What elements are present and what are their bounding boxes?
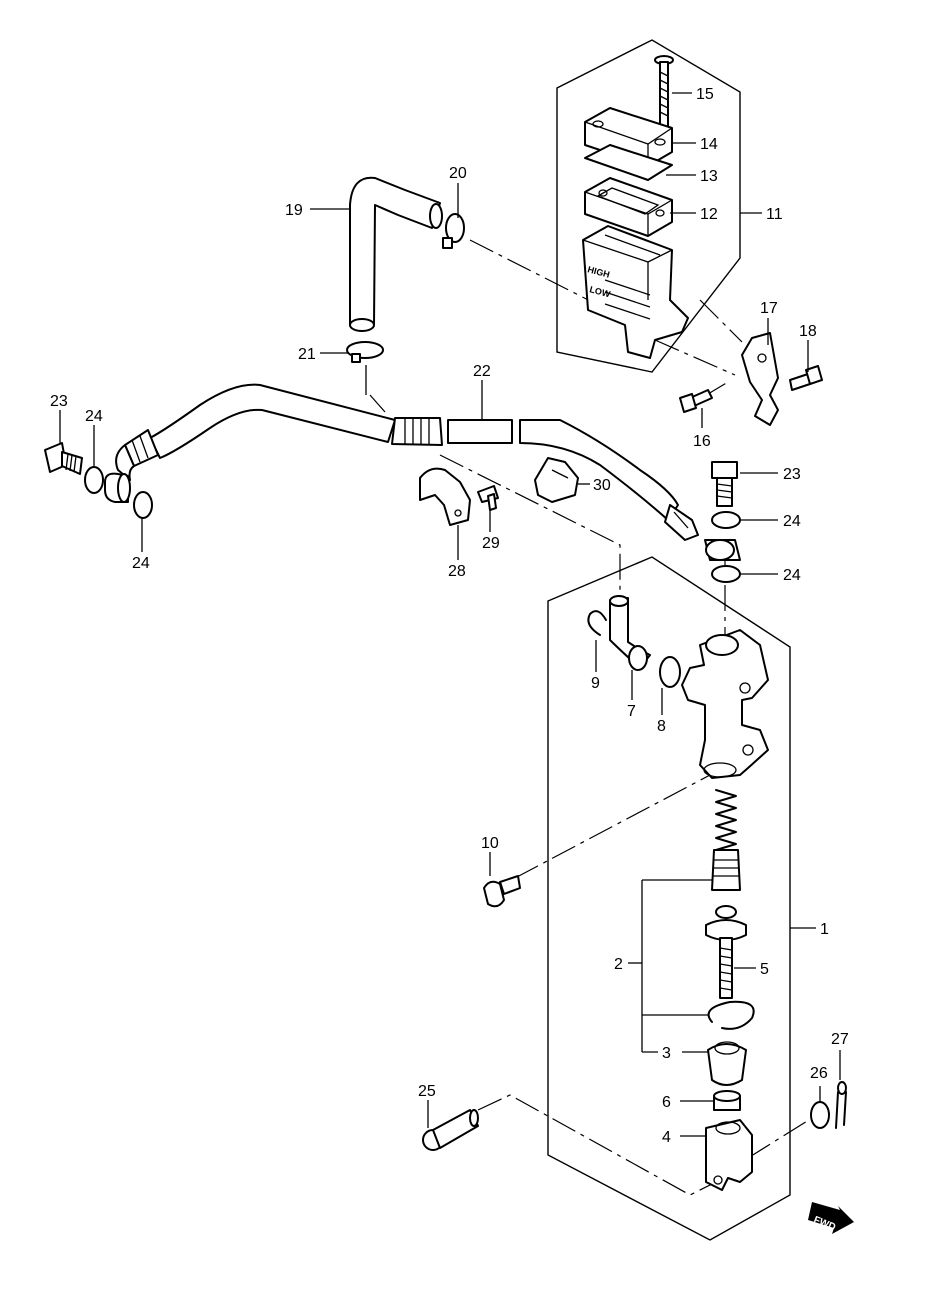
piston [711, 849, 741, 891]
callout-labels: 15 14 13 12 11 17 18 16 19 20 21 22 23 2… [50, 86, 849, 1146]
master-cylinder-assembly-frame [547, 556, 791, 1241]
callout-24-left-bottom: 24 [132, 555, 150, 572]
callout-26: 26 [810, 1065, 828, 1082]
sealing-washer-d [711, 565, 741, 583]
reservoir-mount-bolt [679, 389, 713, 413]
hose-clamp-upper [442, 213, 465, 249]
leader-lines [59, 92, 841, 1137]
clamp-bolt [477, 485, 499, 511]
reservoir-body: HIGH LOW [582, 225, 689, 359]
callout-9: 9 [591, 675, 600, 692]
reservoir-plate [584, 144, 673, 181]
banjo-fitting-left [104, 472, 131, 503]
callout-18: 18 [799, 323, 817, 340]
piston-spring [715, 789, 737, 851]
callout-5: 5 [760, 961, 769, 978]
cotter-pin [835, 1081, 847, 1129]
sealing-washer-a [84, 466, 104, 494]
push-rod [705, 905, 747, 999]
callout-7: 7 [627, 703, 636, 720]
callout-24-right-bottom: 24 [783, 567, 801, 584]
inlet-circlip [587, 610, 607, 636]
callout-6: 6 [662, 1094, 671, 1111]
banjo-fitting-right [704, 539, 741, 561]
brake-hose [115, 383, 699, 541]
callout-21: 21 [298, 346, 316, 363]
callout-23-right: 23 [783, 466, 801, 483]
callout-24-left-top: 24 [85, 408, 103, 425]
callout-4: 4 [662, 1129, 671, 1146]
callout-19: 19 [285, 202, 303, 219]
clevis-pin [422, 1109, 479, 1151]
sealing-washer-c [711, 511, 741, 529]
master-cylinder-bolt [483, 875, 521, 908]
callout-11: 11 [766, 206, 783, 223]
callout-12: 12 [700, 206, 718, 223]
callout-27: 27 [831, 1031, 849, 1048]
forward-direction-badge: FWD [808, 1202, 854, 1234]
union-bolt-right [711, 461, 738, 507]
callout-24-right-top: 24 [783, 513, 801, 530]
lock-nut [713, 1090, 741, 1111]
hose-clamp-lower [346, 341, 384, 363]
callout-30: 30 [593, 477, 611, 494]
reservoir-hose [349, 176, 443, 332]
callout-8: 8 [657, 718, 666, 735]
hose-guide [534, 457, 579, 503]
callout-13: 13 [700, 168, 718, 185]
callout-10: 10 [481, 835, 499, 852]
reservoir-diaphragm [584, 177, 673, 237]
callout-14: 14 [700, 136, 718, 153]
callout-16: 16 [693, 433, 711, 450]
callout-29: 29 [482, 535, 500, 552]
reservoir-assembly-frame [556, 39, 741, 373]
reservoir-cap-screw [654, 55, 674, 129]
callout-3: 3 [662, 1045, 671, 1062]
dust-boot [707, 1041, 747, 1086]
callout-1: 1 [820, 921, 829, 938]
callout-23-left: 23 [50, 393, 68, 410]
reservoir-bracket [741, 332, 779, 426]
callout-17: 17 [760, 300, 778, 317]
callout-22: 22 [473, 363, 491, 380]
callout-2: 2 [614, 956, 623, 973]
callout-25: 25 [418, 1083, 436, 1100]
callout-28: 28 [448, 563, 466, 580]
clevis-washer [810, 1101, 830, 1129]
union-bolt-left [44, 442, 83, 475]
clevis-joint [705, 1119, 753, 1191]
sealing-washer-b [133, 491, 153, 519]
inlet-o-ring [659, 656, 681, 688]
inlet-fitting [609, 595, 651, 671]
callout-20: 20 [449, 165, 467, 182]
callout-15: 15 [696, 86, 714, 103]
hose-clamp-bracket [419, 467, 471, 526]
master-cylinder-body [681, 629, 769, 779]
snap-ring [707, 1000, 755, 1030]
bracket-bolt [789, 365, 823, 391]
